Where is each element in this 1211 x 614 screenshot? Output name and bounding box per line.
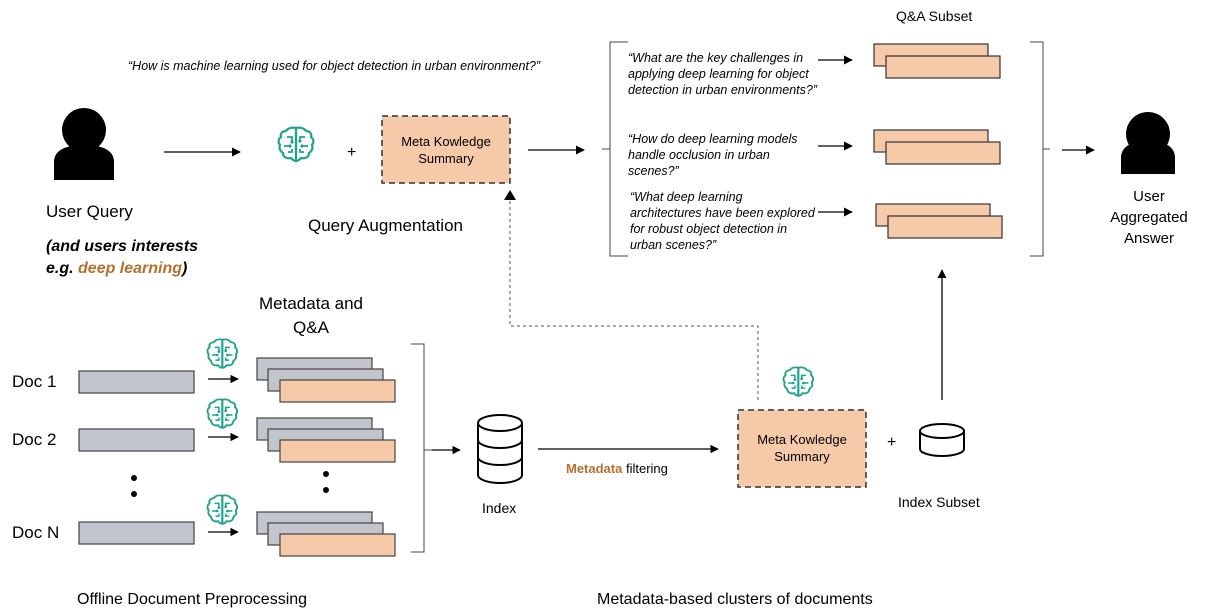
metadata-qa-label: Metadata and Q&A: [259, 294, 363, 337]
doc-bar-n: [78, 521, 195, 545]
metadata-stack-2: [256, 417, 396, 463]
qa-bracket-right: [1030, 41, 1044, 257]
qa-stack-3: [875, 203, 1003, 239]
doc-label-1: Doc 1: [12, 372, 57, 391]
brain-icon-doc1: [206, 338, 239, 369]
qa-bracket-left: [609, 41, 628, 257]
index-label: Index: [482, 500, 517, 516]
doc-bar-2: [78, 428, 195, 452]
qa-question-2: “How do deep learning models handle occl…: [628, 132, 798, 178]
qa-stack-1: [873, 43, 1001, 79]
user-answer-icon: [1121, 112, 1175, 174]
filtering-highlight: Metadata: [566, 461, 623, 476]
brain-icon-clusters: [782, 366, 815, 397]
brain-icon-doc2: [206, 398, 239, 429]
summary-box-clusters-text: Meta Kowledge Summary: [757, 432, 847, 464]
index-subset-label: Index Subset: [898, 494, 980, 510]
summary-box-augmentation: [381, 115, 511, 184]
user-query-icon: [54, 108, 114, 180]
metadata-stack-n: [256, 511, 396, 557]
user-interests: (and users interests e.g. deep learning): [46, 238, 199, 277]
user-query-quote: “How is machine learning used for object…: [128, 59, 541, 73]
plus-sign-clusters: +: [887, 434, 897, 451]
brain-icon-docn: [206, 494, 239, 525]
doc-bar-1: [78, 370, 195, 394]
offline-caption: Offline Document Preprocessing: [77, 591, 308, 608]
query-augmentation-label: Query Augmentation: [308, 216, 463, 235]
index-database-icon: [477, 414, 523, 484]
metadata-bracket: [411, 343, 425, 553]
user-query-label: User Query: [46, 202, 133, 221]
summary-box-augmentation-text: Meta Kowledge Summary: [401, 134, 491, 166]
brain-icon-augmentation: [277, 126, 315, 163]
clusters-caption: Metadata-based clusters of documents: [597, 591, 873, 608]
plus-sign-augmentation: +: [347, 144, 357, 161]
qa-question-1: “What are the key challenges in applying…: [628, 51, 818, 97]
qa-subset-title: Q&A Subset: [896, 8, 973, 24]
filtering-label: Metadata filtering: [566, 461, 668, 476]
interest-highlight: deep learning: [78, 260, 183, 277]
metadata-stack-1: [256, 357, 396, 403]
index-subset-database-icon: [919, 423, 965, 457]
dotted-connector: [509, 198, 759, 400]
user-answer-label: User Aggregated Answer: [1110, 188, 1188, 247]
doc-label-2: Doc 2: [12, 430, 57, 449]
summary-box-clusters: [737, 409, 867, 488]
qa-stack-2: [873, 129, 1001, 165]
doc-label-n: Doc N: [12, 523, 60, 542]
qa-question-3: “What deep learning architectures have b…: [630, 190, 815, 252]
